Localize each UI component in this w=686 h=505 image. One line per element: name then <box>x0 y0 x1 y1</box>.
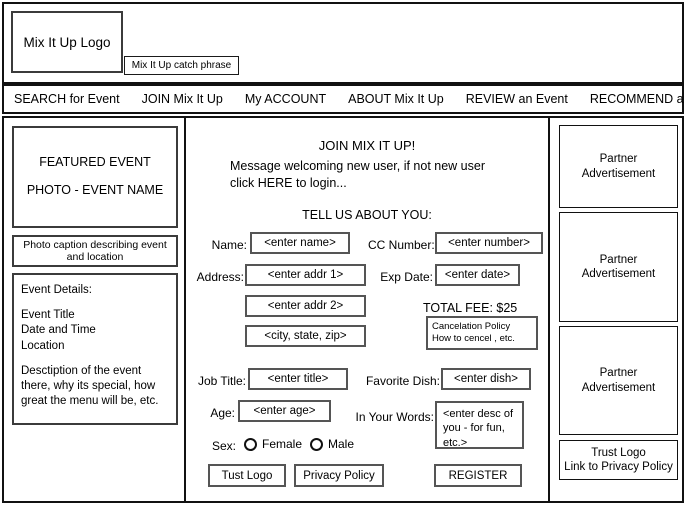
partner-ad-1-line-2: Advertisement <box>581 167 656 180</box>
left-column-divider <box>184 116 186 503</box>
name-input[interactable]: <enter name> <box>250 232 350 254</box>
site-logo-label: Mix It Up Logo <box>23 34 111 50</box>
sex-radio-female[interactable]: Female <box>244 437 302 451</box>
spacer <box>21 354 169 364</box>
cc-number-input[interactable]: <enter number> <box>435 232 543 254</box>
partner-advertisement-1[interactable]: Partner Advertisement <box>559 125 678 208</box>
register-button-label: REGISTER <box>448 469 508 482</box>
site-logo[interactable]: Mix It Up Logo <box>11 11 123 73</box>
main-navigation: SEARCH for Event JOIN Mix It Up My ACCOU… <box>2 84 686 114</box>
privacy-policy-link-label: Link to Privacy Policy <box>564 461 673 473</box>
city-state-zip-input[interactable]: <city, state, zip> <box>245 325 366 347</box>
nav-item-recommend-a-recipe[interactable]: RECOMMEND a Recipe <box>589 92 686 106</box>
page-title: JOIN MIX IT UP! <box>318 138 416 153</box>
trust-logo-button-label: Tust Logo <box>221 469 273 482</box>
spacer <box>21 298 169 308</box>
event-location: Location <box>21 339 65 352</box>
favorite-dish-label: Favorite Dish: <box>365 374 440 388</box>
event-title: Event Title <box>21 309 75 322</box>
welcome-message: Message welcoming new user, if not new u… <box>230 159 485 190</box>
main-content: JOIN MIX IT UP! Message welcoming new us… <box>186 118 548 501</box>
trust-logo-button[interactable]: Tust Logo <box>208 464 286 487</box>
catch-phrase-label: Mix It Up catch phrase <box>131 60 232 71</box>
sex-radio-male[interactable]: Male <box>310 437 354 451</box>
site-header: Mix It Up Logo Mix It Up catch phrase <box>2 2 684 84</box>
partner-ad-1-line-1: Partner <box>599 153 638 166</box>
cc-number-label: CC Number: <box>368 238 435 252</box>
sex-radio-male-label: Male <box>328 437 355 451</box>
sex-radio-female-label: Female <box>262 437 303 451</box>
address-line-2-input[interactable]: <enter addr 2> <box>245 295 366 317</box>
exp-date-input[interactable]: <enter date> <box>435 264 520 286</box>
in-your-words-textarea[interactable]: <enter desc of you - for fun, etc.> <box>435 401 524 449</box>
photo-caption-label: Photo caption describing event and locat… <box>23 238 167 263</box>
nav-item-join-mix-it-up[interactable]: JOIN Mix It Up <box>141 92 223 106</box>
job-title-input[interactable]: <enter title> <box>248 368 348 390</box>
partner-ad-2-line-1: Partner <box>599 253 638 266</box>
job-title-label: Job Title: <box>197 374 246 388</box>
exp-date-label: Exp Date: <box>380 270 433 284</box>
left-sidebar: FEATURED EVENT PHOTO - EVENT NAME Photo … <box>4 118 184 501</box>
nav-item-review-an-event[interactable]: REVIEW an Event <box>465 92 568 106</box>
right-sidebar: Partner Advertisement Partner Advertisem… <box>550 118 684 501</box>
event-description: Desctiption of the event there, why its … <box>21 364 159 408</box>
favorite-dish-input[interactable]: <enter dish> <box>441 368 531 390</box>
sex-label: Sex: <box>211 439 236 453</box>
partner-ad-2-line-2: Advertisement <box>581 268 656 280</box>
partner-advertisement-3[interactable]: Partner Advertisement <box>559 326 678 435</box>
section-heading: TELL US ABOUT YOU: <box>302 208 432 222</box>
age-label: Age: <box>210 406 235 420</box>
register-button[interactable]: REGISTER <box>434 464 522 487</box>
cancelation-policy-line-1: Cancelation Policy <box>432 321 511 332</box>
cancelation-policy-box[interactable]: Cancelation Policy How to cencel , etc. <box>426 316 538 350</box>
age-input[interactable]: <enter age> <box>238 400 331 422</box>
privacy-policy-button[interactable]: Privacy Policy <box>294 464 384 487</box>
nav-item-my-account[interactable]: My ACCOUNT <box>244 92 327 106</box>
nav-item-search-for-event[interactable]: SEARCH for Event <box>14 92 120 106</box>
event-details-box: Event Details: Event Title Date and Time… <box>12 273 178 425</box>
featured-event-photo[interactable]: FEATURED EVENT PHOTO - EVENT NAME <box>12 126 178 228</box>
address-line-1-input[interactable]: <enter addr 1> <box>245 264 366 286</box>
address-label: Address: <box>196 270 244 284</box>
photo-caption: Photo caption describing event and locat… <box>12 235 178 267</box>
featured-event-name: PHOTO - EVENT NAME <box>26 183 164 197</box>
nav-item-about-mix-it-up[interactable]: ABOUT Mix It Up <box>348 92 444 106</box>
name-label: Name: <box>211 238 247 252</box>
trust-logo-privacy-link-box[interactable]: Trust Logo Link to Privacy Policy <box>559 440 678 480</box>
radio-circle-icon <box>244 437 257 451</box>
trust-logo-label: Trust Logo <box>591 446 646 459</box>
partner-ad-3-line-2: Advertisement <box>581 381 656 394</box>
privacy-policy-button-label: Privacy Policy <box>303 469 375 482</box>
right-column-divider <box>548 116 550 503</box>
cancelation-policy-line-2: How to cencel , etc. <box>432 332 515 344</box>
partner-advertisement-2[interactable]: Partner Advertisement <box>559 212 678 322</box>
featured-event-heading: FEATURED EVENT <box>39 155 151 170</box>
catch-phrase-box: Mix It Up catch phrase <box>124 56 239 75</box>
total-fee-text: TOTAL FEE: $25 <box>423 301 518 315</box>
event-datetime: Date and Time <box>21 324 96 337</box>
partner-ad-3-line-1: Partner <box>599 367 638 380</box>
in-your-words-label: In Your Words: <box>355 410 435 424</box>
radio-circle-icon <box>310 437 323 451</box>
event-details-heading: Event Details: <box>21 284 92 296</box>
